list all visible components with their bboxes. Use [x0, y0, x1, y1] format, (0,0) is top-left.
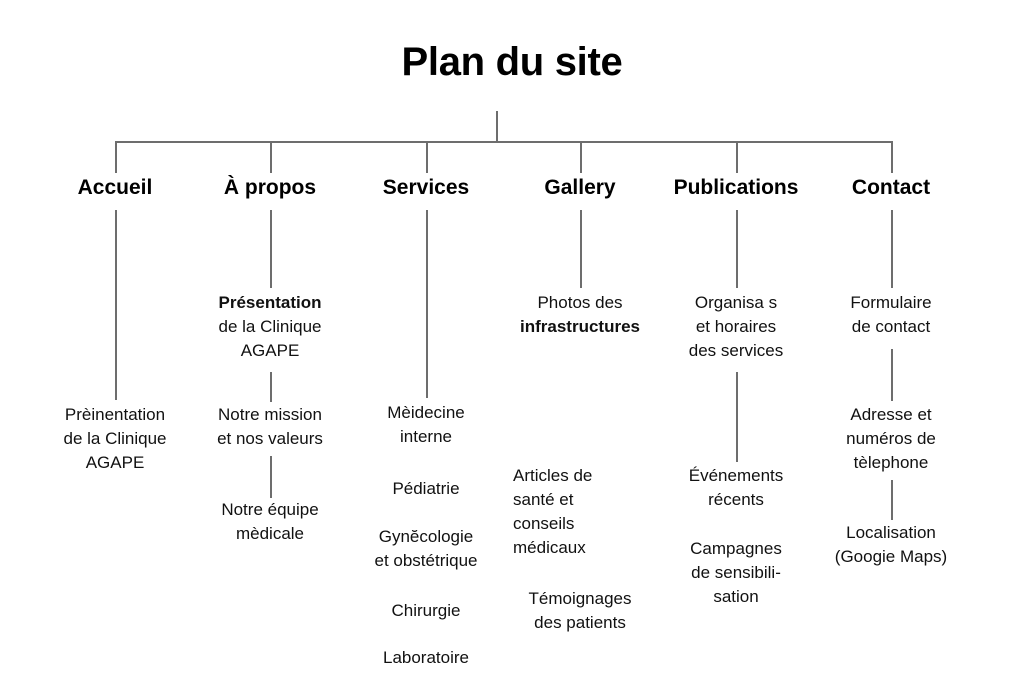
node-line: et nos valeurs [217, 429, 323, 449]
node-line: Formulaire [850, 293, 932, 312]
branch-header-a-propos[interactable]: À propos [223, 176, 317, 199]
node-line: infrastructures [520, 317, 640, 337]
node-line: récents [708, 490, 764, 510]
node-line: et horaires [695, 317, 777, 337]
branch-drop-contact [891, 141, 893, 173]
node-gallery-articles[interactable]: Articles de santé et conseils médicaux [513, 464, 673, 561]
root-bus-line [115, 141, 892, 143]
node-line: conseils [513, 514, 575, 534]
node-line: Chirurgie [391, 601, 461, 620]
node-line: Mèidecine [387, 403, 465, 422]
node-services-pediatrie[interactable]: Pédiatrie [346, 477, 506, 501]
connector-publications-1 [736, 210, 738, 288]
connector-contact-3 [891, 480, 893, 520]
node-line: AGAPE [240, 341, 300, 361]
node-line: interne [400, 427, 452, 447]
node-line: Notre mission [218, 405, 322, 424]
node-line: de la Clinique [63, 429, 167, 449]
node-line: des patients [534, 613, 626, 633]
node-accueil-presentation[interactable]: Prèinentation de la Clinique AGAPE [35, 403, 195, 475]
node-line: mèdicale [235, 524, 305, 544]
connector-a-propos-3 [270, 456, 272, 498]
node-line: des services [688, 341, 784, 361]
branch-header-publications[interactable]: Publications [673, 176, 799, 199]
column-contact: Contact [811, 176, 971, 200]
node-contact-formulaire[interactable]: Formulaire de contact [811, 291, 971, 339]
node-line: Présentation [218, 293, 322, 312]
column-accueil: Accueil [35, 176, 195, 200]
node-line: sation [713, 587, 759, 607]
node-line: de contact [851, 317, 931, 337]
branch-drop-publications [736, 141, 738, 173]
node-line: (Googie Maps) [834, 547, 948, 567]
branch-header-accueil[interactable]: Accueil [77, 176, 153, 199]
branch-drop-gallery [580, 141, 582, 173]
node-publications-organisation[interactable]: Organisa s et horaires des services [656, 291, 816, 363]
node-services-medecine-interne[interactable]: Mèidecine interne [346, 401, 506, 449]
column-gallery: Gallery [500, 176, 660, 200]
node-line: Localisation [846, 523, 936, 542]
node-line: Articles de [513, 466, 593, 485]
node-line: Témoignages [528, 589, 632, 608]
page-title: Plan du site [401, 40, 623, 84]
node-a-propos-mission[interactable]: Notre mission et nos valeurs [190, 403, 350, 451]
node-services-chirurgie[interactable]: Chirurgie [346, 599, 506, 623]
node-line: Campagnes [690, 539, 782, 558]
branch-drop-accueil [115, 141, 117, 173]
column-services: Services [346, 176, 506, 200]
node-line: santé et [513, 490, 574, 510]
node-line: tèlephone [853, 453, 929, 473]
node-line: Pédiatrie [392, 479, 460, 498]
node-line: Prèinentation [64, 405, 166, 424]
node-line: Organisa s [694, 293, 778, 312]
node-line: médicaux [513, 538, 586, 558]
node-line: de la Clinique [218, 317, 322, 337]
root-stem-line [496, 111, 498, 142]
column-publications: Publications [656, 176, 816, 200]
node-line: Gynĕcologie [378, 527, 474, 546]
connector-contact-1 [891, 210, 893, 288]
node-contact-adresse[interactable]: Adresse et numéros de tèlephone [811, 403, 971, 475]
node-line: Photos des [537, 293, 623, 312]
node-line: Adresse et [850, 405, 932, 424]
node-services-laboratoire[interactable]: Laboratoire [346, 646, 506, 670]
connector-contact-2 [891, 349, 893, 401]
connector-services-1 [426, 210, 428, 398]
node-line: Événements [688, 466, 784, 485]
connector-accueil-1 [115, 210, 117, 400]
node-contact-localisation[interactable]: Localisation (Googie Maps) [811, 521, 971, 569]
branch-header-contact[interactable]: Contact [851, 176, 931, 199]
branch-drop-a-propos [270, 141, 272, 173]
node-a-propos-presentation[interactable]: Présentation de la Clinique AGAPE [190, 291, 350, 363]
branch-drop-services [426, 141, 428, 173]
connector-publications-2 [736, 372, 738, 462]
node-services-gynecologie[interactable]: Gynĕcologie et obstétrique [346, 525, 506, 573]
connector-gallery-1 [580, 210, 582, 288]
connector-a-propos-2 [270, 372, 272, 402]
node-line: et obstétrique [374, 551, 478, 571]
node-line: de sensibili- [691, 563, 781, 583]
node-gallery-temoignages[interactable]: Témoignages des patients [500, 587, 660, 635]
branch-header-gallery[interactable]: Gallery [544, 176, 616, 199]
column-a-propos: À propos [190, 176, 350, 200]
node-publications-evenements[interactable]: Événements récents [656, 464, 816, 512]
branch-header-services[interactable]: Services [382, 176, 470, 199]
node-gallery-photos[interactable]: Photos des infrastructures [500, 291, 660, 339]
node-a-propos-equipe[interactable]: Notre équipe mèdicale [190, 498, 350, 546]
node-line: Laboratoire [382, 648, 469, 667]
node-line: numéros de [846, 429, 936, 449]
node-line: Notre équipe [221, 500, 319, 519]
node-publications-campagnes[interactable]: Campagnes de sensibili- sation [656, 537, 816, 609]
connector-a-propos-1 [270, 210, 272, 288]
node-line: AGAPE [85, 453, 145, 473]
